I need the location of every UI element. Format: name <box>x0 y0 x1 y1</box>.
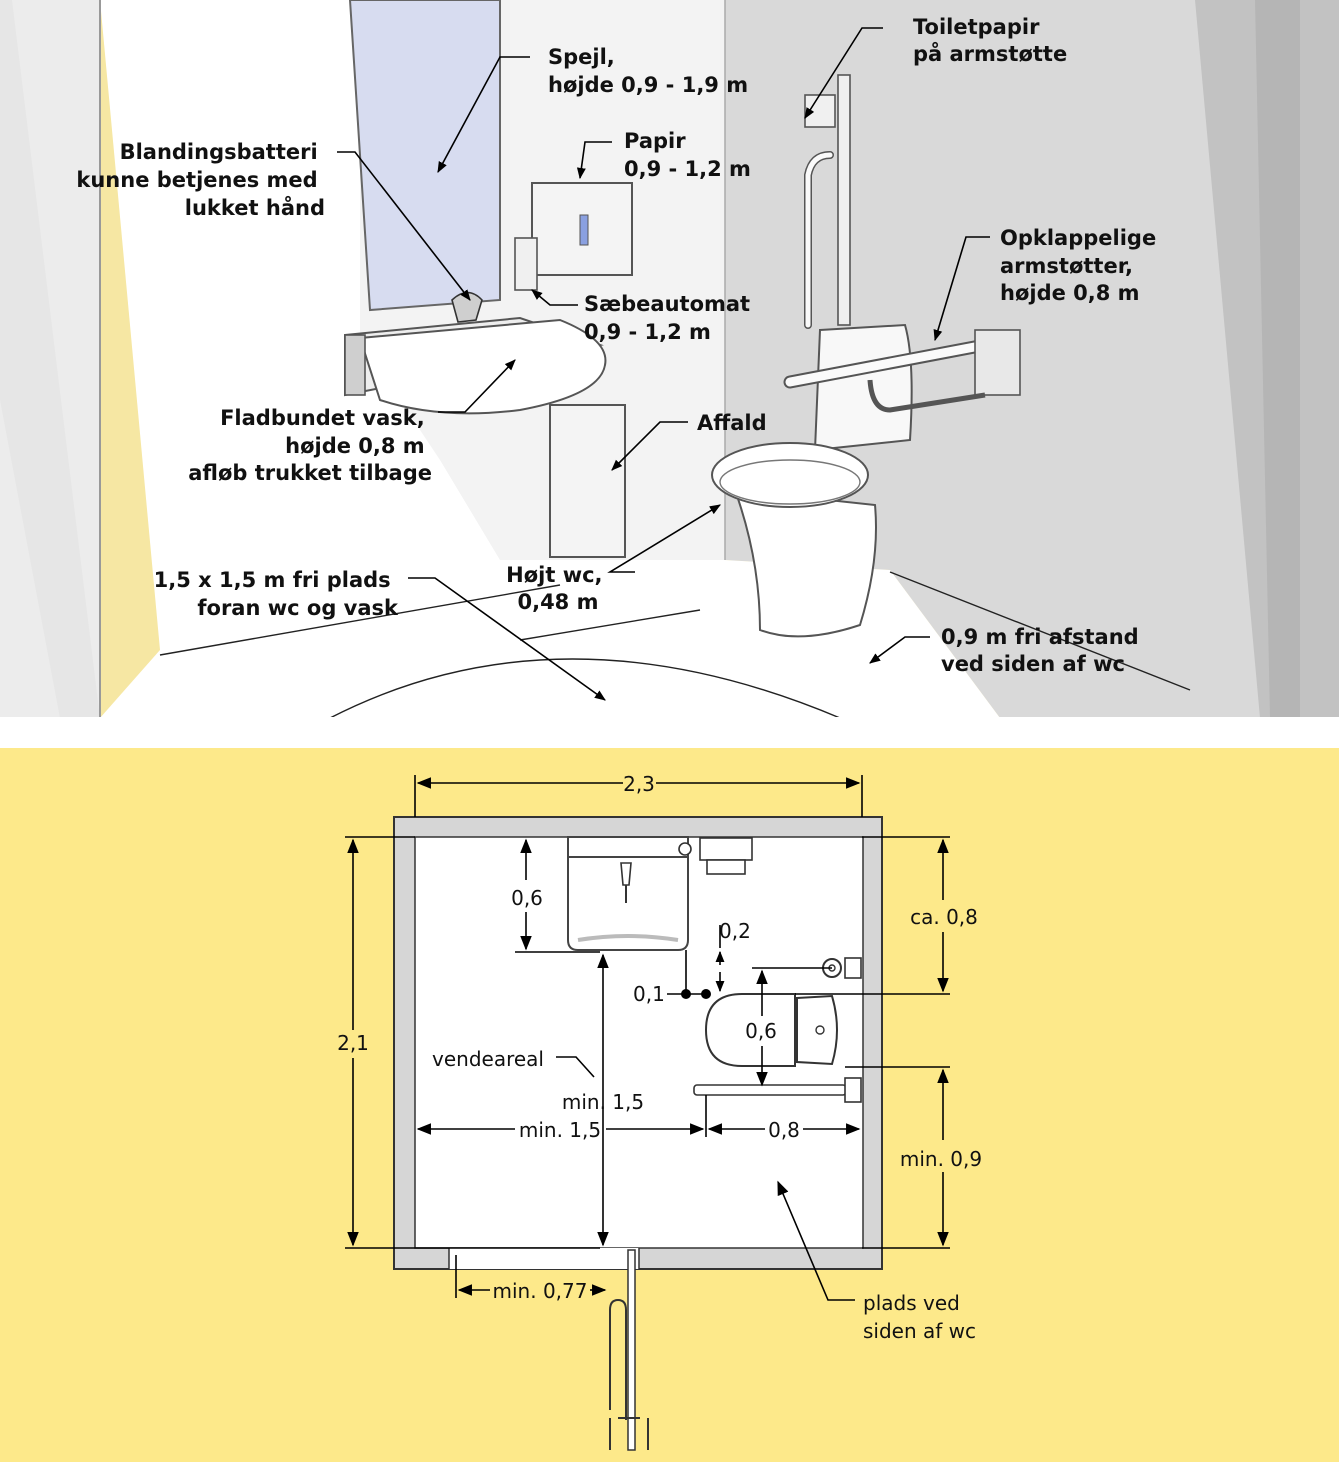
leader-fladbundet <box>438 359 516 413</box>
faucet-icon <box>451 291 483 323</box>
dim-label-min09: min. 0,9 <box>900 1147 982 1171</box>
toilet-seat-inner <box>719 459 861 505</box>
label-hojt-wc: Højt wc, 0,48 m <box>506 563 610 614</box>
armrest-bracket <box>974 329 1021 396</box>
dim-label-01: 0,1 <box>633 982 665 1006</box>
label-saebeautomat: Sæbeautomat 0,9 - 1,2 m <box>584 292 757 344</box>
dim-label-wc06: 0,6 <box>745 1019 777 1043</box>
label-opklappelige: Opklappelige armstøtter, højde 0,8 m <box>1000 226 1164 305</box>
leader-blandingsbatteri <box>337 151 471 301</box>
leader-toiletpapir <box>804 27 883 119</box>
right-wall <box>725 0 1339 718</box>
floor-line-3 <box>889 571 1191 691</box>
separator <box>0 718 1339 748</box>
leader-spejl <box>437 56 530 173</box>
label-affald: Affald <box>697 411 767 435</box>
perspective-view: Spejl, højde 0,9 - 1,9 m Toiletpapir på … <box>0 0 1339 719</box>
label-toiletpapir: Toiletpapir på armstøtte <box>913 15 1067 66</box>
plan-sink-top <box>567 836 689 858</box>
label-plads: plads ved siden af wc <box>863 1291 976 1343</box>
dim-01-dot-left <box>681 989 691 999</box>
plan-paper-dispenser <box>699 837 753 861</box>
plan-soap-icon <box>678 842 692 856</box>
leader-fri-plads <box>408 577 606 701</box>
dim-label-ca08: ca. 0,8 <box>910 905 978 929</box>
plan-grab-bracket <box>844 1077 862 1103</box>
label-fladbundet: Fladbundet vask, højde 0,8 m afløb trukk… <box>188 406 432 485</box>
leader-fri-afstand <box>869 636 930 664</box>
dim-label-height: 2,1 <box>337 1031 369 1055</box>
label-frit-areal: 1,5 x 1,5 m fri plads foran wc og vask <box>154 568 399 620</box>
door-handle-icon <box>609 1298 627 1420</box>
leader-saebeautomat <box>531 289 578 306</box>
right-door-frame <box>1255 0 1300 718</box>
toilet-bowl <box>733 488 877 638</box>
dim-label-02: 0,2 <box>719 919 751 943</box>
dim-label-08: 0,8 <box>768 1118 800 1142</box>
plan-grab-bar <box>693 1084 847 1096</box>
floor-line-2 <box>519 609 701 641</box>
dim-label-min15-horizontal: min. 1,5 <box>519 1118 601 1142</box>
armrest-lower <box>867 379 986 413</box>
sink-basin <box>358 318 607 415</box>
label-spejl: Spejl, højde 0,9 - 1,9 m <box>548 45 748 97</box>
toilet-cistern <box>813 323 913 452</box>
floor-line-1 <box>159 584 561 656</box>
dim-label-door: min. 0,77 <box>493 1279 588 1303</box>
plan-paper-dispenser-box <box>706 859 746 875</box>
label-papir: Papir 0,9 - 1,2 m <box>624 129 751 181</box>
leader-papir <box>576 141 612 180</box>
floor-plan: 2,3 2,1 0,6 ca. 0,8 0,2 0,1 0,6 <box>0 748 1339 1462</box>
plan-sink <box>567 839 689 951</box>
left-frame-edge <box>0 0 100 718</box>
toilet-seat <box>711 442 869 508</box>
sink-bracket <box>344 334 366 396</box>
label-blandingsbatteri: Blandingsbatteri kunne betjenes med lukk… <box>76 140 325 220</box>
label-fri-afstand: 0,9 m fri afstand ved siden af wc <box>941 625 1146 676</box>
dim-label-width: 2,3 <box>623 772 655 796</box>
turning-circle-arc <box>329 658 841 719</box>
paper-dispenser-slot <box>579 214 589 246</box>
door-hook-icon <box>609 1417 649 1450</box>
label-vendeareal: vendeareal <box>432 1047 544 1071</box>
plan-faucet-icon <box>620 862 632 886</box>
soap-dispenser <box>514 237 538 291</box>
plan-toilet-bowl <box>704 993 796 1067</box>
leader-plads <box>777 1180 855 1301</box>
door-leaf <box>627 1249 636 1451</box>
armrest-fill <box>785 340 990 387</box>
dim-01-dot-right <box>701 989 711 999</box>
leader-affald <box>611 421 688 471</box>
plan-flush-icon <box>815 1025 825 1035</box>
leader-opklappelige <box>933 236 990 342</box>
dim-label-min15-vertical: min. 1,5 <box>562 1090 644 1114</box>
plan-sink-rim <box>577 934 679 942</box>
plan-roll-bracket <box>844 957 862 979</box>
mirror <box>348 0 501 312</box>
dim-label-sink: 0,6 <box>511 886 543 910</box>
grab-bar-vertical-fill <box>805 152 833 328</box>
trash-bin <box>549 404 626 558</box>
wall-rail <box>837 74 851 326</box>
door-opening <box>449 1248 639 1269</box>
leader-hojt-wc <box>607 504 721 573</box>
leader-vendeareal <box>556 1056 595 1078</box>
